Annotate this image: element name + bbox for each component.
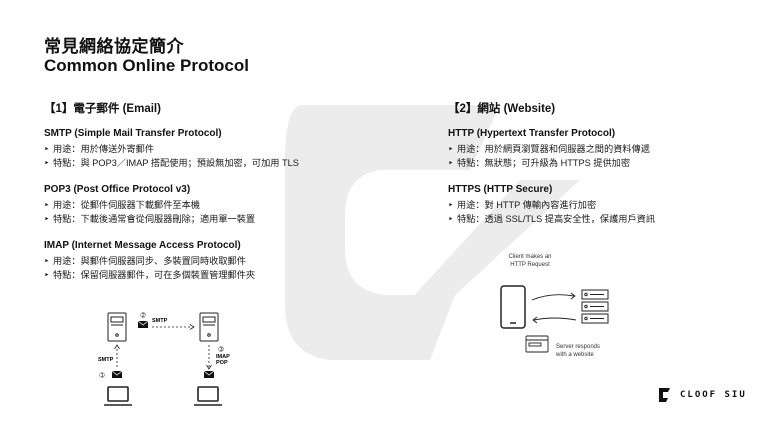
smtp-top-label: SMTP [152,318,168,324]
protocol-line: ‣用途：用於網頁瀏覽器和伺服器之間的資料傳遞 [448,144,650,154]
brand-logo: CLOOF SIU [656,386,747,404]
protocol-http: HTTP (Hypertext Transfer Protocol) ‣用途：用… [448,128,655,170]
brand-name: CLOOF SIU [680,390,747,400]
protocol-line: ‣用途：對 HTTP 傳輸內容進行加密 [448,200,597,210]
step3-number: 3 [220,347,223,353]
protocol-name: IMAP (Internet Message Access Protocol) [44,240,241,251]
protocol-pop3: POP3 (Post Office Protocol v3) ‣用途：從郵件伺服… [44,184,299,226]
server-stack-icon [581,289,609,324]
page-title-en: Common Online Protocol [44,56,249,75]
web-flow-diagram [500,285,609,353]
phone-icon [500,285,526,329]
protocol-name: POP3 (Post Office Protocol v3) [44,184,191,195]
protocol-name: HTTP (Hypertext Transfer Protocol) [448,128,616,139]
step1-envelope-icon [111,370,123,378]
web-heading: 【2】網站 (Website) [448,103,556,115]
step1-number: 1 [101,373,104,379]
response-arrow [533,317,577,321]
sender-laptop-icon [104,386,132,406]
step1-marker [99,372,105,378]
protocol-smtp: SMTP (Simple Mail Transfer Protocol) ‣用途… [44,128,299,170]
protocol-imap: IMAP (Internet Message Access Protocol) … [44,240,299,282]
email-section: 【1】電子郵件 (Email) SMTP (Simple Mail Transf… [44,100,299,296]
page-title-zh: 常見網絡協定簡介 [44,37,184,56]
arrowhead-right [189,324,195,330]
website-icon [525,335,549,353]
email-heading: 【1】電子郵件 (Email) [44,103,161,115]
protocol-https: HTTPS (HTTP Secure) ‣用途：對 HTTP 傳輸內容進行加密 … [448,184,655,226]
request-arrowhead [570,292,576,300]
protocol-line: ‣用途：用於傳送外寄郵件 [44,144,155,154]
web-section: 【2】網站 (Website) HTTP (Hypertext Transfer… [448,100,655,240]
step3-envelope-icon [203,370,215,378]
protocol-name: SMTP (Simple Mail Transfer Protocol) [44,128,222,139]
imap-label: IMAP [216,354,230,360]
protocol-line: ‣用途：從郵件伺服器下載郵件至本機 [44,200,200,210]
protocol-line: ‣用途：與郵件伺服器同步、多裝置同時收取郵件 [44,256,246,266]
request-arrow [531,294,575,301]
sender-server-icon [107,312,127,342]
protocol-line: ‣特點：與 POP3／IMAP 搭配使用；預設無加密，可加用 TLS [44,158,299,168]
arrowhead-up [114,344,120,350]
protocol-line: ‣特點：透過 SSL/TLS 提高安全性，保護用戶資訊 [448,214,656,224]
step2-envelope-icon [137,320,149,328]
receiver-laptop-icon [194,386,222,406]
protocol-line: ‣特點：保留伺服器郵件，可在多個裝置管理郵件夾 [44,270,256,280]
receiver-server-icon [199,312,219,342]
response-arrowhead [532,316,538,324]
step2-marker [140,312,146,318]
protocol-name: HTTPS (HTTP Secure) [448,184,553,195]
client-caption: Client makes an HTTP Request [508,254,552,268]
arrowhead-down [206,364,212,370]
protocol-line: ‣特點：下載後通常會從伺服器刪除；適用單一裝置 [44,214,256,224]
protocol-line: ‣特點：無狀態；可升級為 HTTPS 提供加密 [448,158,631,168]
server-caption: Server responds with a website [556,344,601,358]
step2-number: 2 [142,313,145,319]
smtp-left-label: SMTP [98,357,114,363]
step3-marker [218,346,224,352]
email-flow-diagram: 2 SMTP SMTP 1 3 IMAP POP [98,312,230,406]
pop-label: POP [216,360,228,366]
brand-mark-icon [659,388,670,402]
